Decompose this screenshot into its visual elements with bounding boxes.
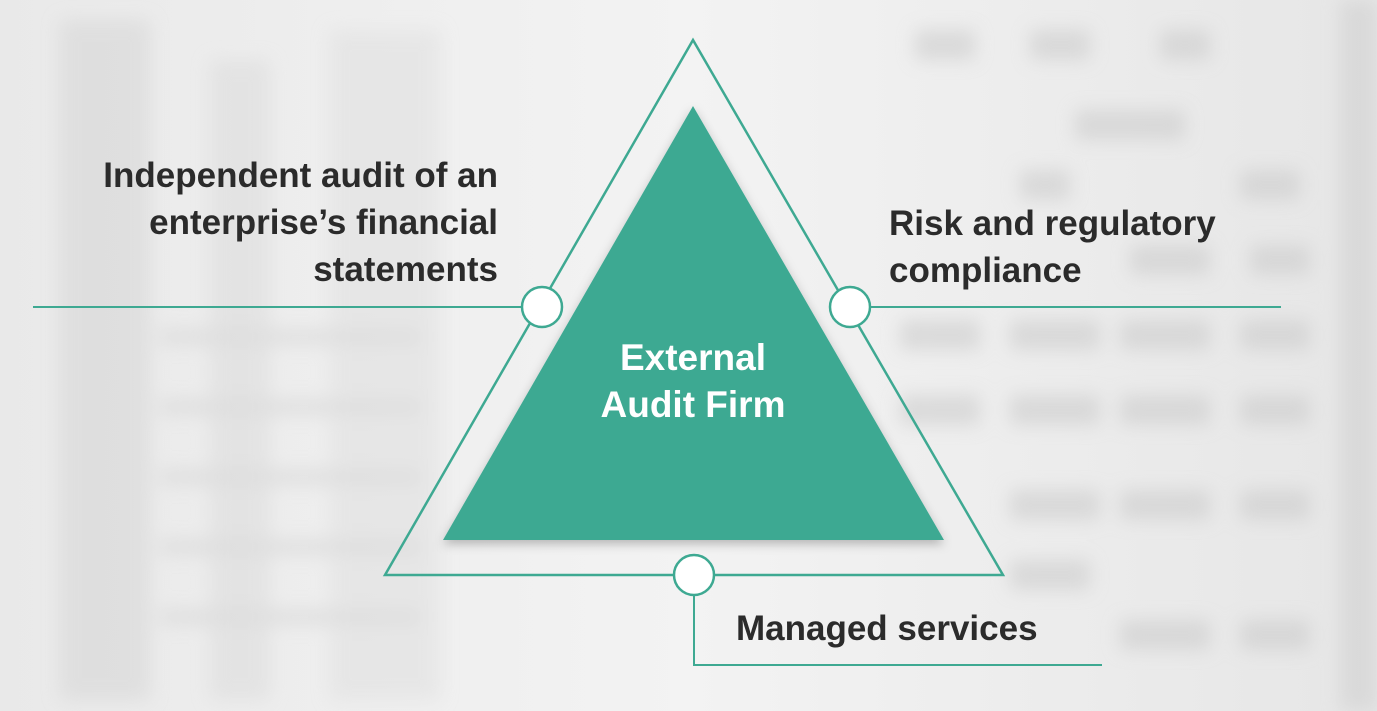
center-label: External Audit Firm [543, 334, 843, 428]
right-node-circle [828, 285, 872, 329]
bottom-label: Managed services [736, 605, 1136, 652]
bottom-connector-line [693, 595, 1102, 666]
left-node-circle [520, 285, 564, 329]
right-label-text: Risk and regulatory compliance [889, 204, 1216, 290]
right-label: Risk and regulatory compliance [889, 200, 1349, 294]
center-label-text: External Audit Firm [600, 337, 786, 425]
inner-triangle [443, 106, 944, 540]
left-label: Independent audit of an enterprise’s fin… [40, 152, 498, 293]
bottom-node-circle [672, 553, 716, 597]
left-label-text: Independent audit of an enterprise’s fin… [103, 156, 498, 289]
bottom-label-text: Managed services [736, 609, 1038, 648]
